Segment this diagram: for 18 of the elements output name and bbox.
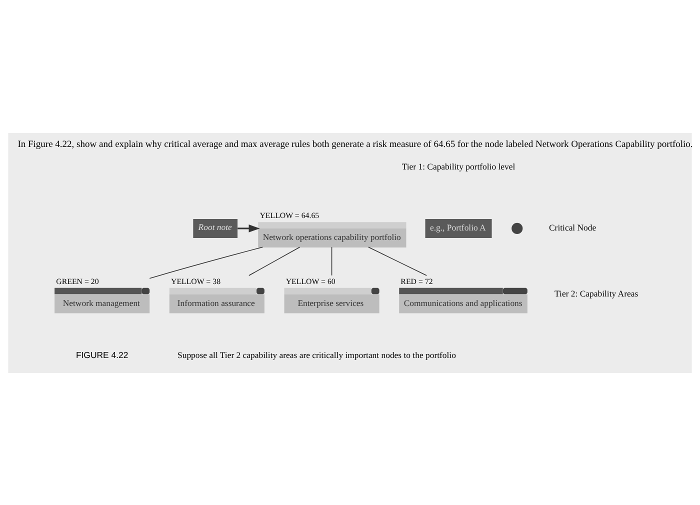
connector [368,246,427,276]
label: Tier 2: Capability Areas [554,288,638,298]
caption: FIGURE 4.22 [76,349,128,360]
arrow [238,224,260,232]
legend-label: Critical Node [549,222,596,232]
node-box: e.g., Portfolio A [425,218,492,238]
label: Suppose all Tier 2 capability areas are critically important nodes to the portfolio [178,349,456,360]
label: Tier 1: Capability portfolio level [402,160,516,171]
node-label: GREEN = 20 [56,276,99,286]
node-box: Root note [193,218,238,238]
connector [248,246,300,276]
connector [149,246,264,278]
connector [331,246,332,276]
node-label: YELLOW = 38 [170,276,221,286]
node-label: YELLOW = 64.65 [260,210,320,220]
diagram-title: In Figure 4.22, show and explain why critical average and max average rules both generate a risk measure of 64.65 for the node labeled Network Operations Capability portfolio. [18,139,693,150]
node-label: YELLOW = 60 [286,276,336,286]
node-label: RED = 72 [400,276,433,286]
